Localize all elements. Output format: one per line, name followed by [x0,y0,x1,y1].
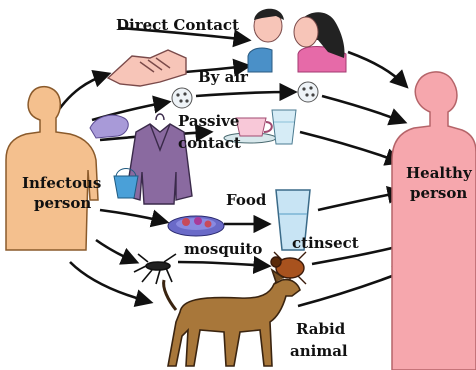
arrow-source-to-mosquito [96,240,136,262]
route-label-rabid-animal-line2: animal [290,342,348,360]
arrow-passive-to-healthy [300,132,400,162]
dog-icon [164,270,300,366]
air-particle-icon [172,88,192,108]
arrow-source-to-dog [70,262,150,302]
arrow-food-to-healthy [318,192,402,210]
arrow-source-to-handshake [52,74,108,120]
route-label-passive-contact-line1: Passive [178,112,239,130]
air-particle-icon [298,82,318,102]
target-label-line1: Healthy [406,164,473,182]
target-label-line2: person [410,184,467,202]
infected-person-figure [6,87,98,250]
arrow-mosquito-to-insect [178,262,268,266]
route-label-mosquito: mosquito [184,240,262,258]
bucket-icon [114,169,138,199]
source-label-line2: person [34,194,91,212]
food-plate-icon [168,216,224,236]
healthy-person-figure [392,72,476,370]
kissing-couple-icon [248,9,346,72]
arrow-air-to-air [196,92,294,96]
glass-icon [272,110,296,144]
arrow-couple-to-healthy [348,52,406,86]
route-label-rabid-animal-line1: Rabid [296,320,346,338]
route-label-passive-contact-line2: contact [178,134,241,152]
arrow-air-to-healthy [322,96,404,122]
arrow-source-to-food [100,210,166,222]
mosquito-icon [134,254,176,284]
source-label-line1: Infectous [22,174,101,192]
route-label-food: Food [226,191,267,209]
route-label-direct-contact: Direct Contact [116,16,239,34]
route-label-by-air: By air [198,68,249,86]
route-label-insect: ctinsect [292,234,359,252]
handshake-icon [108,50,186,86]
